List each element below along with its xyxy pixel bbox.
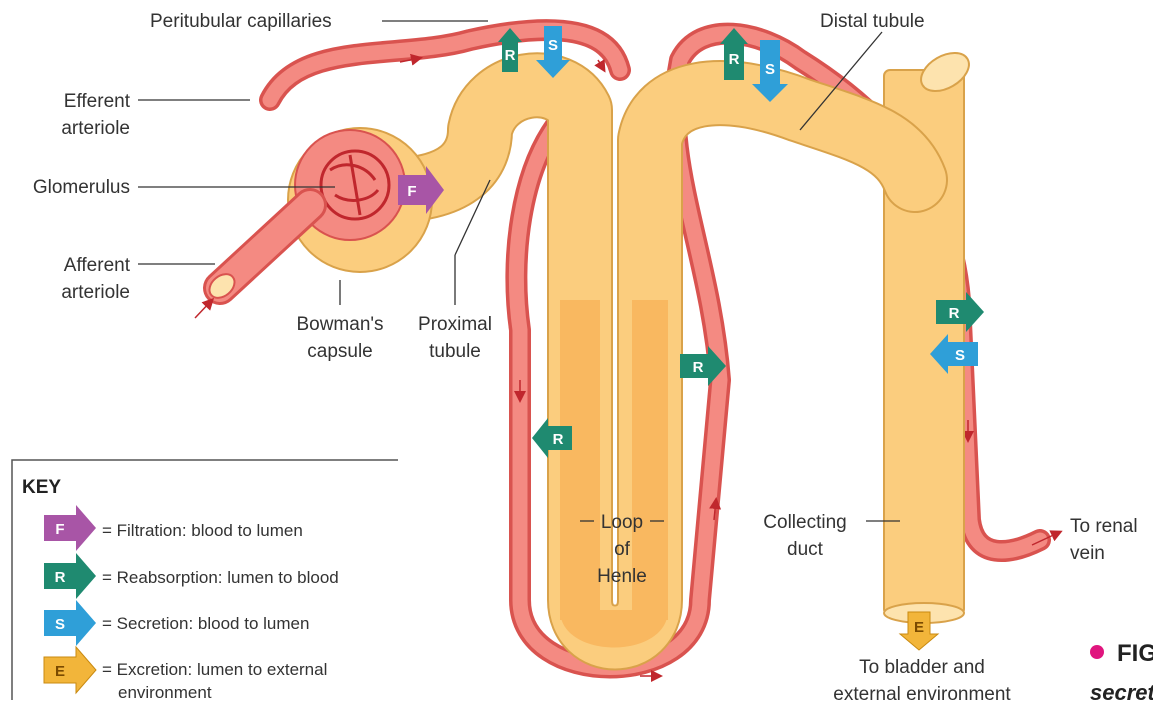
filtration-badge-letter: F (407, 183, 416, 200)
svg-text:S: S (548, 37, 558, 54)
label-loop-line3: Henle (597, 566, 647, 587)
label-renal-vein-line2: vein (1070, 543, 1105, 564)
nephron-tubule (390, 85, 915, 647)
key-filtration-letter: F (55, 521, 64, 538)
key-secretion-letter: S (55, 616, 65, 633)
svg-text:S: S (765, 61, 775, 78)
figure-number-fragment: FIG (1117, 640, 1153, 667)
label-collecting-line2: duct (787, 539, 824, 560)
key-excretion-text-line1: = Excretion: lumen to external (102, 660, 327, 679)
key-title: KEY (22, 477, 61, 498)
label-renal-vein-line1: To renal (1070, 516, 1138, 537)
label-bladder-line1: To bladder and (859, 657, 985, 678)
key-item-excretion: E = Excretion: lumen to external environ… (44, 647, 327, 702)
key-item-filtration: F = Filtration: blood to lumen (44, 505, 303, 551)
label-distal-tubule: Distal tubule (820, 11, 925, 32)
label-glomerulus: Glomerulus (33, 177, 130, 198)
figure-caption-fragment: secret (1090, 680, 1153, 705)
key-excretion-letter: E (55, 663, 65, 680)
label-loop-line1: Loop (601, 512, 643, 533)
svg-text:R: R (505, 47, 516, 64)
svg-text:R: R (729, 51, 740, 68)
label-loop-line2: of (614, 539, 631, 560)
label-afferent-line2: arteriole (61, 282, 130, 303)
label-proximal-line2: tubule (429, 341, 481, 362)
label-bladder-line2: external environment (833, 684, 1011, 705)
label-bowmans-line2: capsule (307, 341, 373, 362)
key-item-reabsorption: R = Reabsorption: lumen to blood (44, 553, 339, 599)
label-afferent-line1: Afferent (64, 255, 131, 276)
figure-bullet (1090, 645, 1104, 659)
label-proximal-line1: Proximal (418, 314, 492, 335)
key-excretion-text-line2: environment (118, 683, 212, 702)
label-collecting-line1: Collecting (763, 512, 846, 533)
key-filtration-text: = Filtration: blood to lumen (102, 521, 303, 540)
key-secretion-text: = Secretion: blood to lumen (102, 614, 309, 633)
svg-text:E: E (914, 619, 924, 636)
glomerulus (321, 151, 389, 219)
key-reabsorption-text: = Reabsorption: lumen to blood (102, 568, 339, 587)
label-efferent-line1: Efferent (64, 91, 131, 112)
key-legend: KEY F = Filtration: blood to lumen R = R… (12, 460, 398, 702)
label-bowmans-line1: Bowman's (296, 314, 383, 335)
afferent-arteriole (195, 205, 310, 318)
svg-text:R: R (693, 359, 704, 376)
key-reabsorption-letter: R (55, 569, 66, 586)
svg-text:R: R (949, 305, 960, 322)
label-efferent-line2: arteriole (61, 118, 130, 139)
key-item-secretion: S = Secretion: blood to lumen (44, 600, 309, 646)
svg-text:R: R (553, 431, 564, 448)
svg-text:S: S (955, 347, 965, 364)
label-peritubular-capillaries: Peritubular capillaries (150, 11, 332, 32)
